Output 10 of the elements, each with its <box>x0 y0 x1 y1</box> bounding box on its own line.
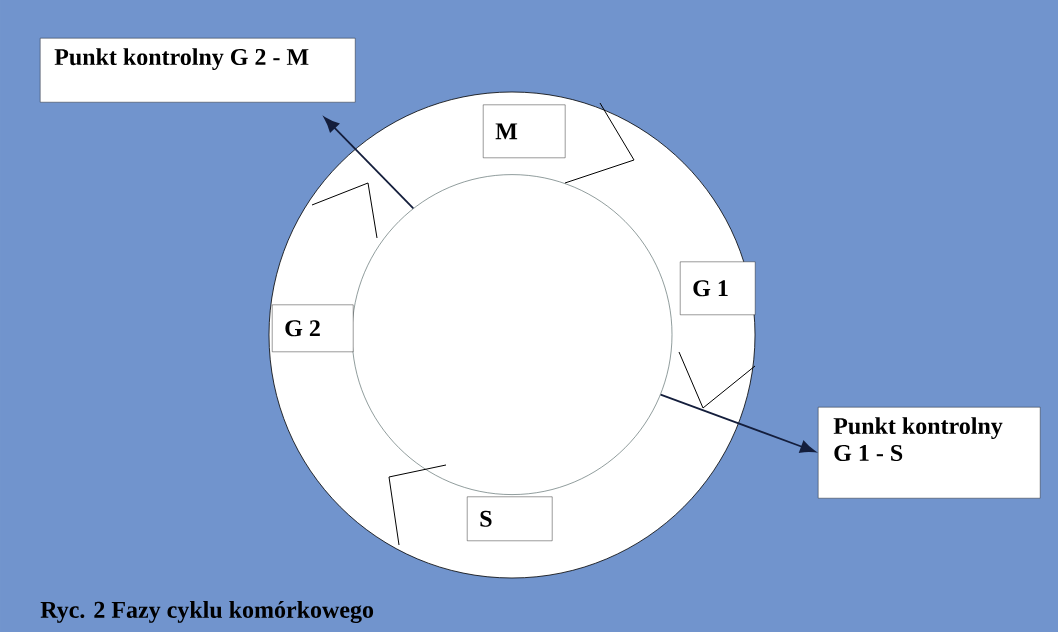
arrow <box>324 117 415 210</box>
checkpoint-box: Punkt kontrolny G 2 - M <box>40 38 356 103</box>
phase-box: M <box>483 104 566 158</box>
caption: Ryc. 2 Fazy cyklu komórkowego <box>40 601 374 623</box>
checkpoint-box: Punkt kontrolny G 1 - S <box>818 407 1041 499</box>
inner-circle <box>351 174 673 495</box>
phase-box: G 2 <box>272 304 354 352</box>
phase-box: S <box>467 496 553 541</box>
arrow <box>659 393 816 453</box>
phase-box: G 1 <box>680 261 756 315</box>
